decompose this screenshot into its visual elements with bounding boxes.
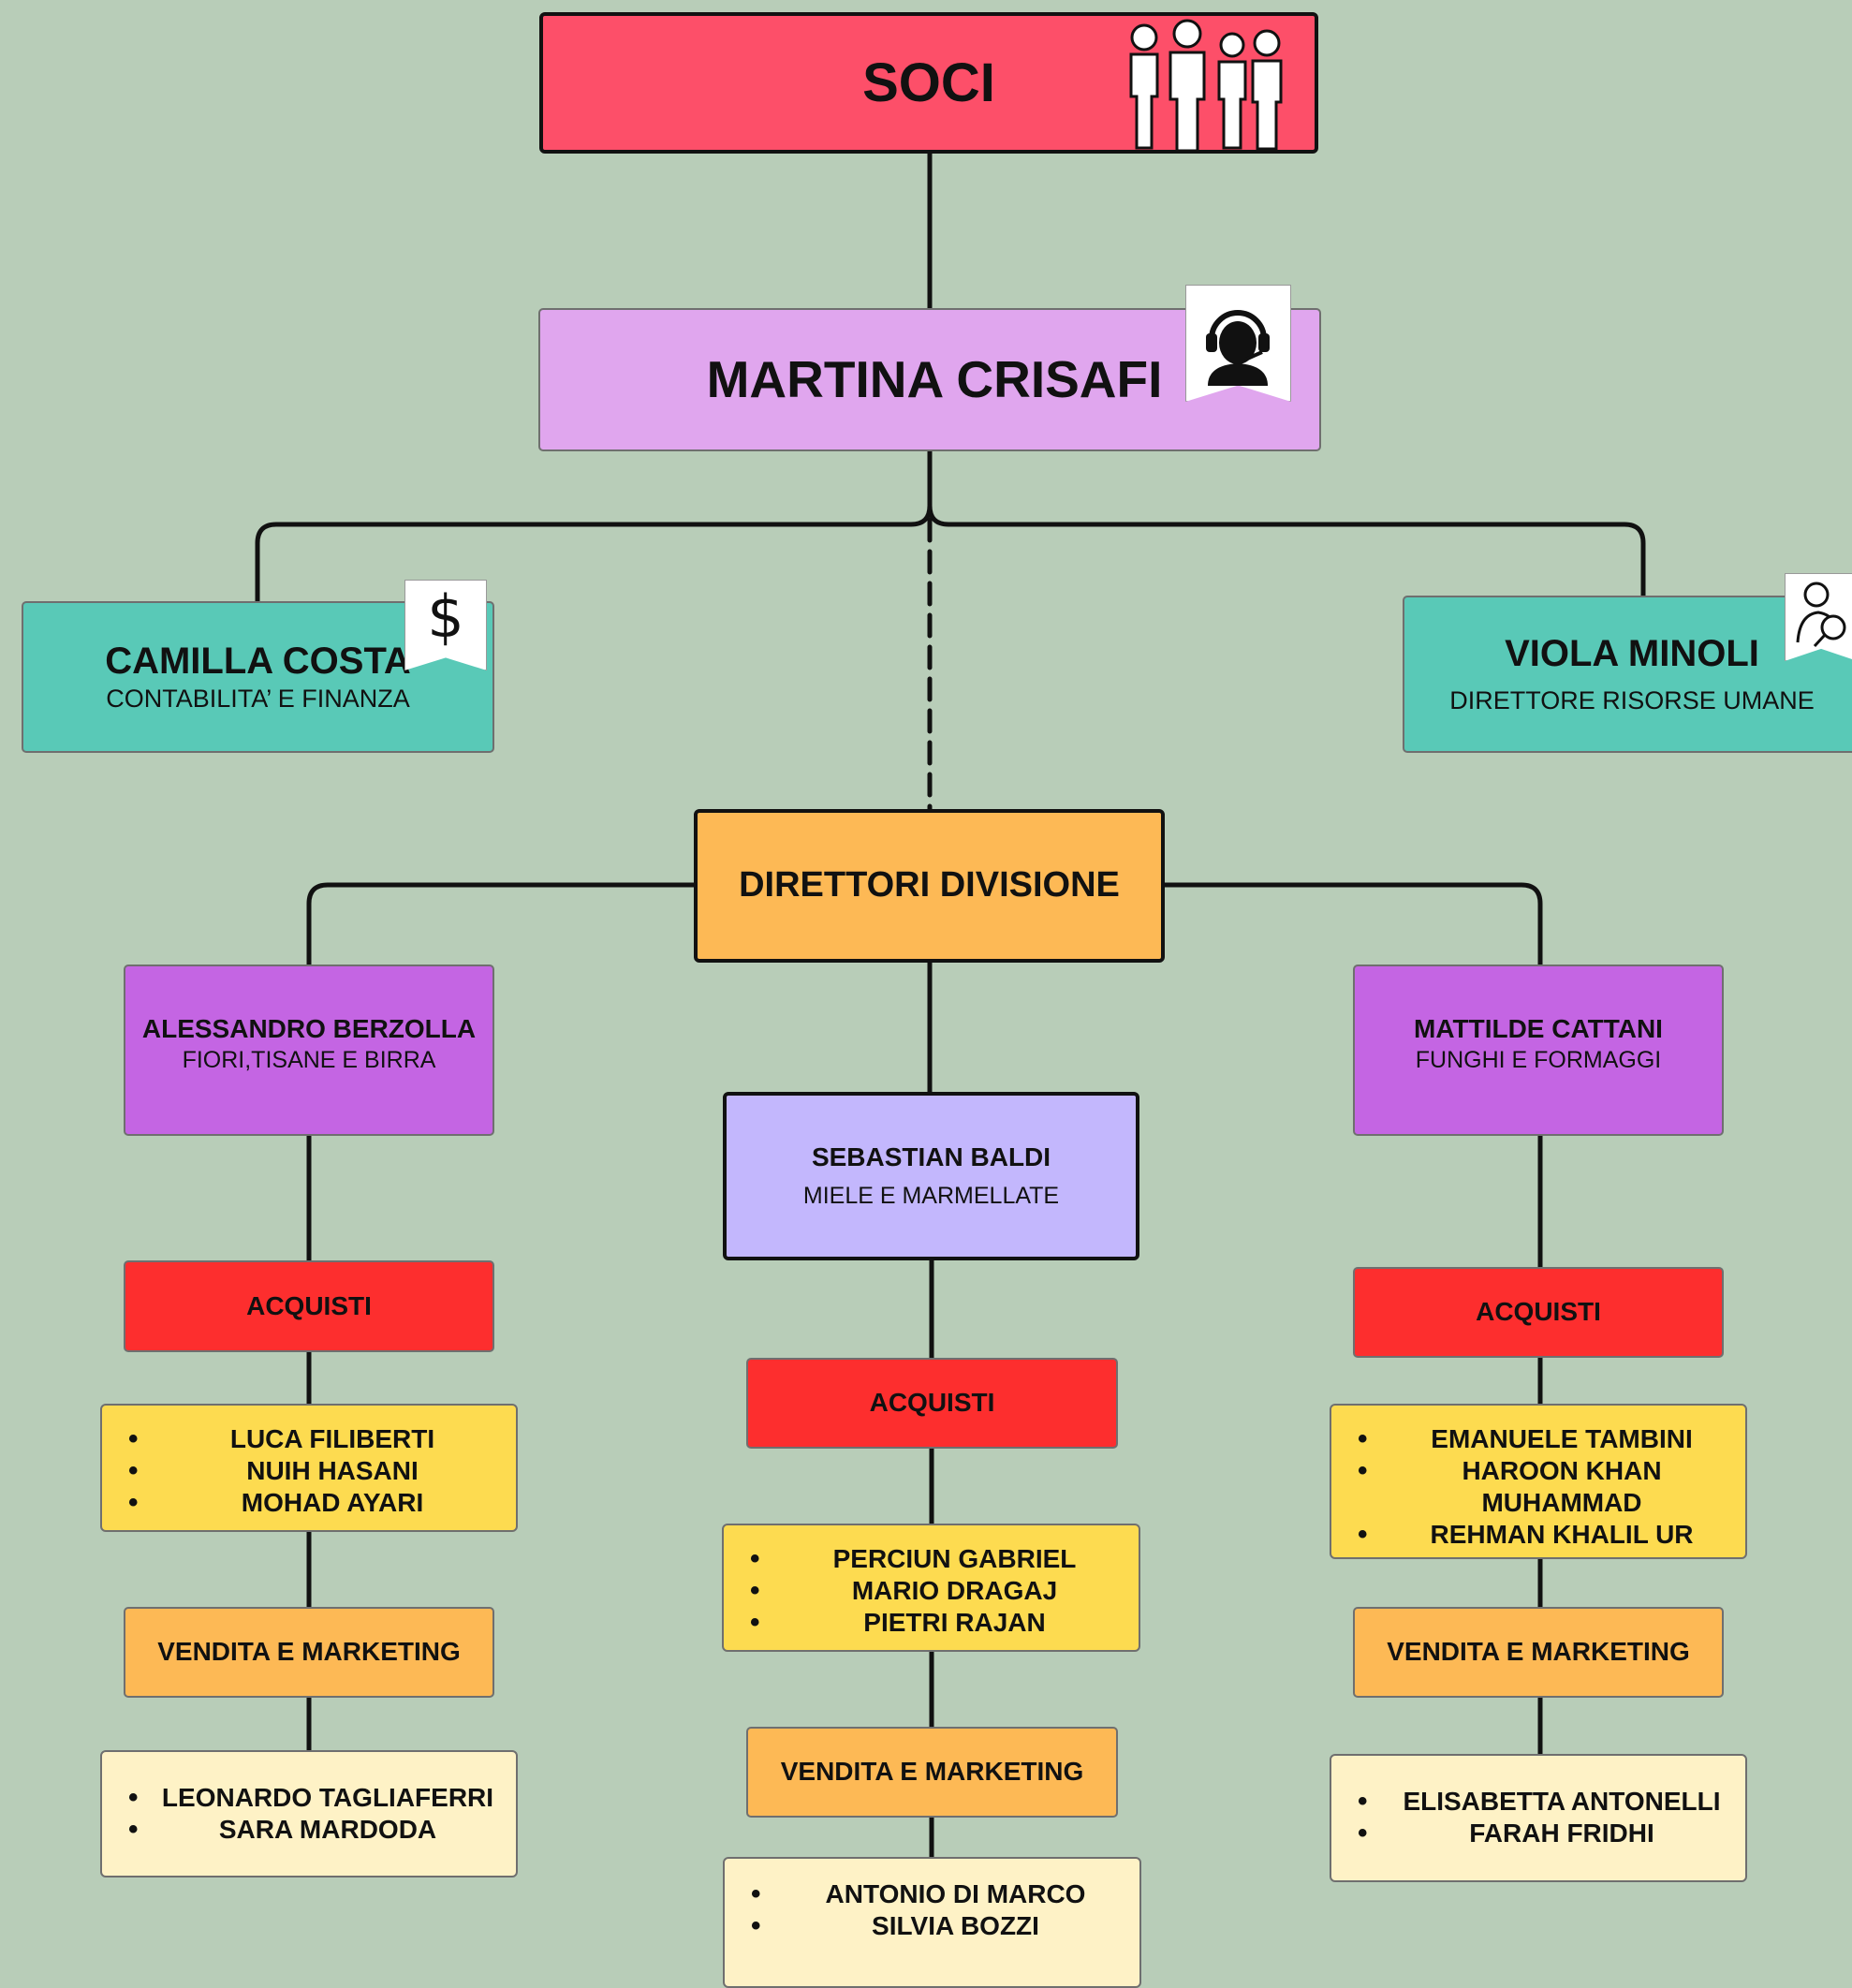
- acquisti-center-list: •PERCIUN GABRIEL •MARIO DRAGAJ •PIETRI R…: [722, 1524, 1140, 1652]
- list-item: •MOHAD AYARI: [128, 1487, 424, 1518]
- acquisti-right-label: ACQUISTI: [1476, 1297, 1601, 1327]
- headset-operator-icon: [1206, 310, 1270, 386]
- acquisti-left-box: ACQUISTI: [124, 1260, 494, 1352]
- vendita-left-label: VENDITA E MARKETING: [157, 1637, 461, 1667]
- list-item: •SARA MARDODA: [128, 1814, 437, 1845]
- list-item: •PERCIUN GABRIEL: [750, 1543, 1077, 1574]
- acquisti-left-label: ACQUISTI: [246, 1290, 372, 1320]
- list-item: •LEONARDO TAGLIAFERRI: [128, 1782, 494, 1813]
- divisions-box: DIRETTORI DIVISIONE: [694, 809, 1165, 963]
- acquisti-center-box: ACQUISTI: [746, 1358, 1118, 1449]
- list-item: •EMANUELE TAMBINI: [1358, 1423, 1693, 1454]
- list-item: MUHAMMAD: [1481, 1488, 1642, 1517]
- list-item: •REHMAN KHALIL UR: [1358, 1519, 1694, 1550]
- manager-right-role: FUNGHI E FORMAGGI: [1415, 1047, 1662, 1074]
- hr-role: DIRETTORE RISORSE UMANE: [1449, 686, 1815, 715]
- vendita-right-list: •ELISABETTA ANTONELLI •FARAH FRIDHI: [1330, 1754, 1747, 1882]
- vendita-center-box: VENDITA E MARKETING: [746, 1727, 1118, 1818]
- manager-left-box: ALESSANDRO BERZOLLA FIORI,TISANE E BIRRA: [124, 965, 494, 1136]
- vendita-right-box: VENDITA E MARKETING: [1353, 1607, 1724, 1698]
- hr-box: VIOLA MINOLI DIRETTORE RISORSE UMANE: [1403, 596, 1852, 753]
- group-of-people-icon: [1129, 19, 1283, 153]
- person-magnifier-icon: [1796, 582, 1846, 648]
- divisions-title: DIRETTORI DIVISIONE: [739, 865, 1120, 906]
- vendita-left-box: VENDITA E MARKETING: [124, 1607, 494, 1698]
- hr-name: VIOLA MINOLI: [1505, 633, 1759, 675]
- soci-title: SOCI: [862, 52, 995, 113]
- list-item: •ANTONIO DI MARCO: [751, 1878, 1086, 1909]
- list-item: •LUCA FILIBERTI: [128, 1423, 435, 1454]
- list-item: •MARIO DRAGAJ: [750, 1575, 1058, 1606]
- vendita-left-list: •LEONARDO TAGLIAFERRI •SARA MARDODA: [100, 1750, 518, 1878]
- dollar-icon: $: [427, 582, 464, 651]
- finance-role: CONTABILITA’ E FINANZA: [106, 685, 410, 714]
- ceo-name: MARTINA CRISAFI: [706, 350, 1163, 409]
- list-item: •NUIH HASANI: [128, 1455, 419, 1486]
- vendita-right-label: VENDITA E MARKETING: [1387, 1637, 1690, 1667]
- list-item: •FARAH FRIDHI: [1358, 1818, 1654, 1848]
- manager-center-name: SEBASTIAN BALDI: [811, 1141, 1051, 1171]
- list-item: •SILVIA BOZZI: [751, 1910, 1039, 1941]
- manager-center-role: MIELE E MARMELLATE: [802, 1182, 1060, 1209]
- finance-name: CAMILLA COSTA: [105, 641, 411, 683]
- manager-left-role: FIORI,TISANE E BIRRA: [182, 1047, 436, 1074]
- acquisti-center-label: ACQUISTI: [869, 1388, 995, 1418]
- manager-center-box: SEBASTIAN BALDI MIELE E MARMELLATE: [723, 1092, 1139, 1260]
- acquisti-right-list: •EMANUELE TAMBINI •HAROON KHAN MUHAMMAD …: [1330, 1404, 1747, 1559]
- manager-right-name: MATTILDE CATTANI: [1414, 1014, 1663, 1044]
- acquisti-left-list: •LUCA FILIBERTI •NUIH HASANI •MOHAD AYAR…: [100, 1404, 518, 1532]
- list-item: •PIETRI RAJAN: [750, 1607, 1046, 1638]
- vendita-center-list: •ANTONIO DI MARCO •SILVIA BOZZI: [723, 1857, 1141, 1988]
- acquisti-right-box: ACQUISTI: [1353, 1267, 1724, 1358]
- list-item: •HAROON KHAN: [1358, 1455, 1662, 1486]
- list-item: •ELISABETTA ANTONELLI: [1358, 1786, 1721, 1817]
- manager-right-box: MATTILDE CATTANI FUNGHI E FORMAGGI: [1353, 965, 1724, 1136]
- manager-left-name: ALESSANDRO BERZOLLA: [141, 1014, 477, 1044]
- finance-badge: [404, 580, 487, 670]
- vendita-center-label: VENDITA E MARKETING: [780, 1757, 1084, 1787]
